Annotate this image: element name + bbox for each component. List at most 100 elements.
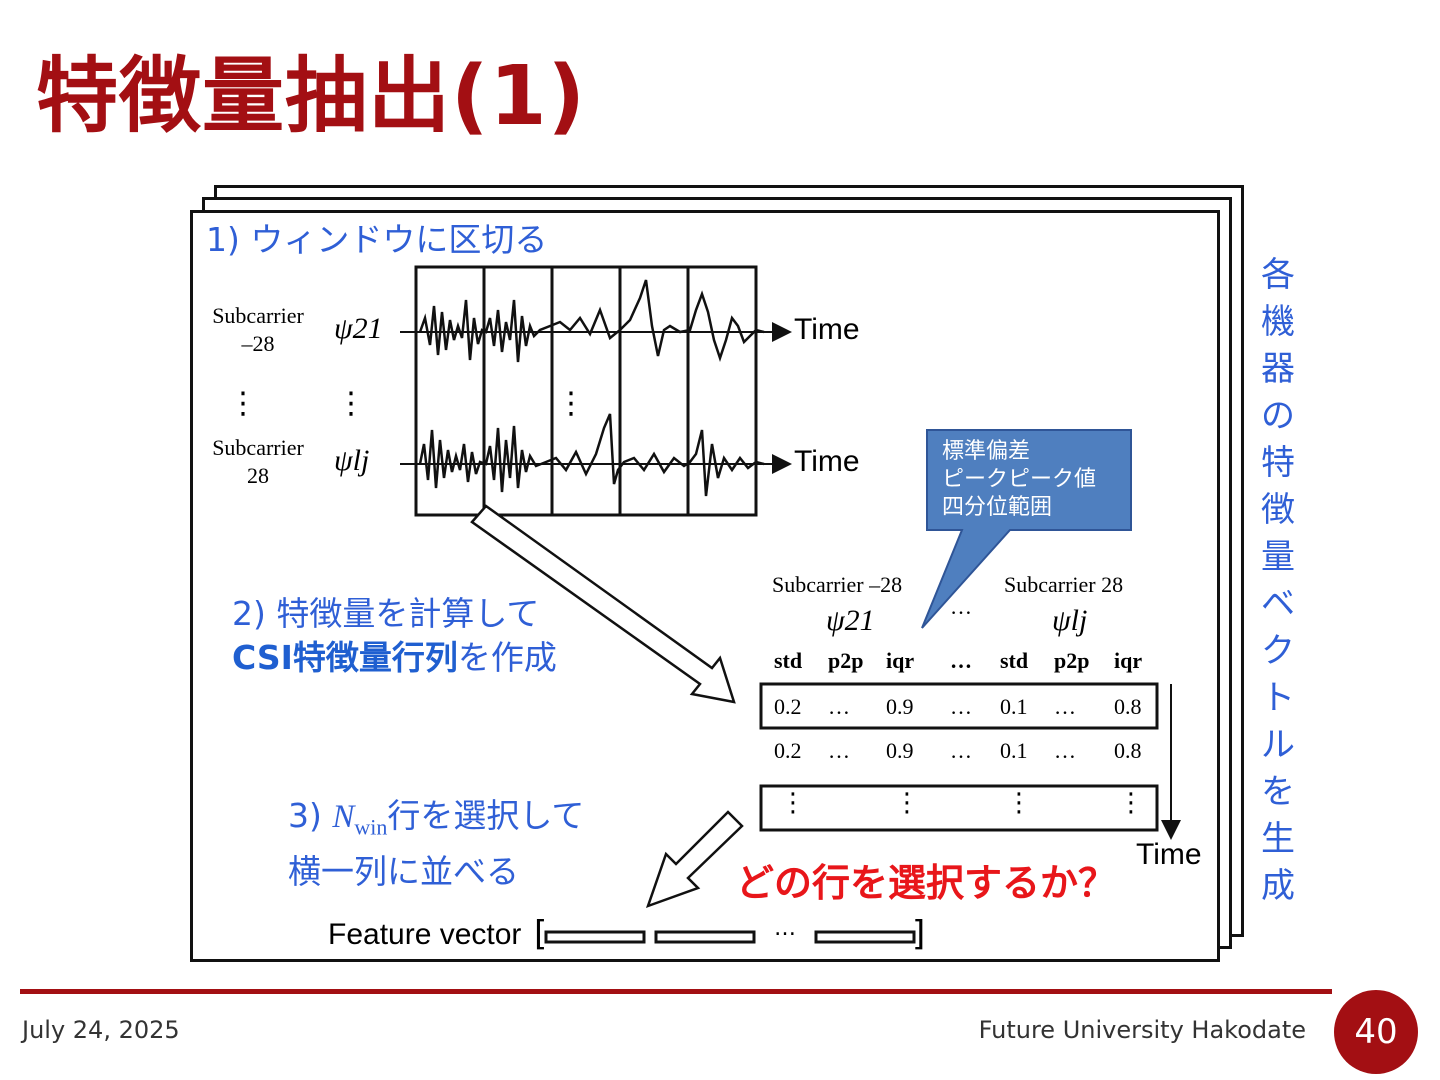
window-frames	[414, 265, 758, 517]
subcarrier-word: Subcarrier	[212, 303, 304, 328]
subcarrier-index: 28	[247, 463, 269, 488]
feature-vector-ellipsis: …	[774, 916, 796, 941]
nwin-subscript: win	[354, 814, 388, 840]
vertical-note-char: 器	[1261, 349, 1295, 389]
matrix-header-row: std p2p iqr … std p2p iqr	[762, 648, 1158, 678]
matrix-cell: std	[1000, 648, 1029, 673]
matrix-cell: 0.8	[1114, 694, 1142, 719]
callout-line-iqr: 四分位範囲	[942, 495, 1053, 520]
vertical-note-char: ト	[1261, 678, 1295, 718]
vertical-note-char: 成	[1261, 866, 1295, 906]
step1-text: 1) ウィンドウに区切る	[206, 220, 548, 259]
matrix-cell: 0.2	[774, 738, 802, 763]
callout-line-p2p: ピークピーク値	[942, 467, 1097, 492]
arrow-to-matrix	[470, 504, 736, 704]
matrix-row-highlight	[759, 682, 1159, 730]
callout-box	[921, 429, 1132, 629]
matrix-cell: …	[950, 738, 972, 763]
matrix-psi2: ψlj	[1052, 604, 1088, 637]
matrix-cell: p2p	[828, 648, 864, 673]
step3-line1: 3) Nwin行を選択して	[288, 794, 584, 850]
feature-segment-2	[654, 930, 756, 944]
vertical-note-char: ル	[1261, 725, 1295, 765]
vdots-cell: ⋮	[894, 788, 920, 818]
subcarrier-word: Subcarrier	[212, 435, 304, 460]
matrix-row-dots-box	[759, 784, 1159, 832]
matrix-cell: std	[774, 648, 803, 673]
matrix-cell: …	[828, 694, 850, 719]
matrix-cell: iqr	[1114, 648, 1143, 673]
subcarrier-index: –28	[241, 331, 275, 356]
vdots-cell: ⋮	[780, 788, 806, 818]
step2-bold: CSI特徴量行列	[232, 638, 458, 677]
matrix-cell: 0.9	[886, 738, 914, 763]
question-text: どの行を選択するか？	[736, 861, 1117, 905]
step3-line2: 横一列に並べる	[288, 851, 519, 891]
slide-title: 特徴量抽出(1)	[36, 49, 587, 144]
step2-rest: を作成	[457, 638, 557, 677]
page-number: 40	[1334, 990, 1418, 1074]
time-label-bottom: Time	[794, 445, 860, 478]
waveform-bottom	[418, 413, 765, 497]
matrix-cell: 0.9	[886, 694, 914, 719]
footer-rule	[20, 989, 1332, 994]
vertical-note-char: の	[1261, 396, 1295, 436]
matrix-row-1: 0.2 … 0.9 … 0.1 … 0.8	[762, 694, 1158, 724]
feature-vector-label: Feature vector	[328, 918, 522, 951]
callout-text: 標準偏差 ピークピーク値 四分位範囲	[942, 438, 1096, 522]
vertical-note-char: 特	[1261, 443, 1295, 483]
footer-institution: Future University Hakodate	[978, 1016, 1306, 1044]
vertical-note-char: 各	[1261, 255, 1295, 295]
step2-line1: 2) 特徴量を計算して	[232, 594, 540, 633]
matrix-dots-row: ⋮ ⋮ ⋮ ⋮	[762, 786, 1158, 830]
psi-bottom-label: ψlj	[334, 444, 370, 477]
vdots-signal: ⋮	[556, 386, 586, 421]
matrix-group1: Subcarrier –28	[772, 572, 903, 597]
subcarrier-label-bottom: Subcarrier 28	[198, 434, 318, 490]
step3-text: 3) Nwin行を選択して 横一列に並べる	[288, 794, 584, 894]
vertical-note-char: ベ	[1261, 584, 1295, 624]
matrix-cell: …	[1054, 738, 1076, 763]
vertical-note: 各機器の特徴量ベクトルを生成	[1258, 252, 1298, 910]
vdots-psi: ⋮	[336, 386, 366, 421]
matrix-time-label: Time	[1136, 838, 1202, 871]
vdots-cell: ⋮	[1118, 788, 1144, 818]
feature-segment-3	[814, 930, 916, 944]
vertical-note-char: 機	[1261, 302, 1295, 342]
subcarrier-label-top: Subcarrier –28	[198, 302, 318, 358]
step3-prefix: 3)	[288, 796, 333, 835]
step2-line2: CSI特徴量行列を作成	[232, 636, 557, 680]
vertical-note-char: 生	[1261, 819, 1295, 859]
step3-line1-rest: 行を選択して	[387, 796, 585, 835]
waveform-top	[418, 279, 765, 363]
arrow-to-feature-vector	[645, 810, 744, 909]
vertical-note-char: を	[1261, 772, 1295, 812]
matrix-psi1: ψ21	[826, 604, 875, 637]
matrix-cell: …	[1054, 694, 1076, 719]
vdots-left: ⋮	[228, 386, 258, 421]
vertical-note-char: 徴	[1261, 490, 1295, 530]
matrix-cell: …	[950, 694, 972, 719]
feature-vector-open: [	[534, 914, 548, 954]
footer-date: July 24, 2025	[22, 1016, 180, 1044]
matrix-cell: 0.1	[1000, 738, 1028, 763]
matrix-cell: 0.1	[1000, 694, 1028, 719]
matrix-group2: Subcarrier 28	[1004, 572, 1124, 597]
vertical-note-char: ク	[1261, 631, 1295, 671]
matrix-cell: p2p	[1054, 648, 1090, 673]
matrix-cell: …	[950, 648, 972, 673]
feature-vector-close: ]	[912, 914, 926, 954]
vdots-cell: ⋮	[1006, 788, 1032, 818]
callout-line-std: 標準偏差	[942, 439, 1031, 464]
step2-text: 2) 特徴量を計算して CSI特徴量行列を作成	[232, 592, 557, 680]
matrix-cell: iqr	[886, 648, 915, 673]
vertical-note-char: 量	[1261, 537, 1295, 577]
nwin-variable: N	[332, 799, 355, 835]
psi-top-label: ψ21	[334, 312, 383, 345]
matrix-row-2: 0.2…0.9…0.1…0.8	[762, 738, 1158, 768]
time-label-top: Time	[794, 313, 860, 346]
matrix-cell: …	[828, 738, 850, 763]
matrix-cell: 0.2	[774, 694, 802, 719]
feature-segment-1	[544, 930, 646, 944]
